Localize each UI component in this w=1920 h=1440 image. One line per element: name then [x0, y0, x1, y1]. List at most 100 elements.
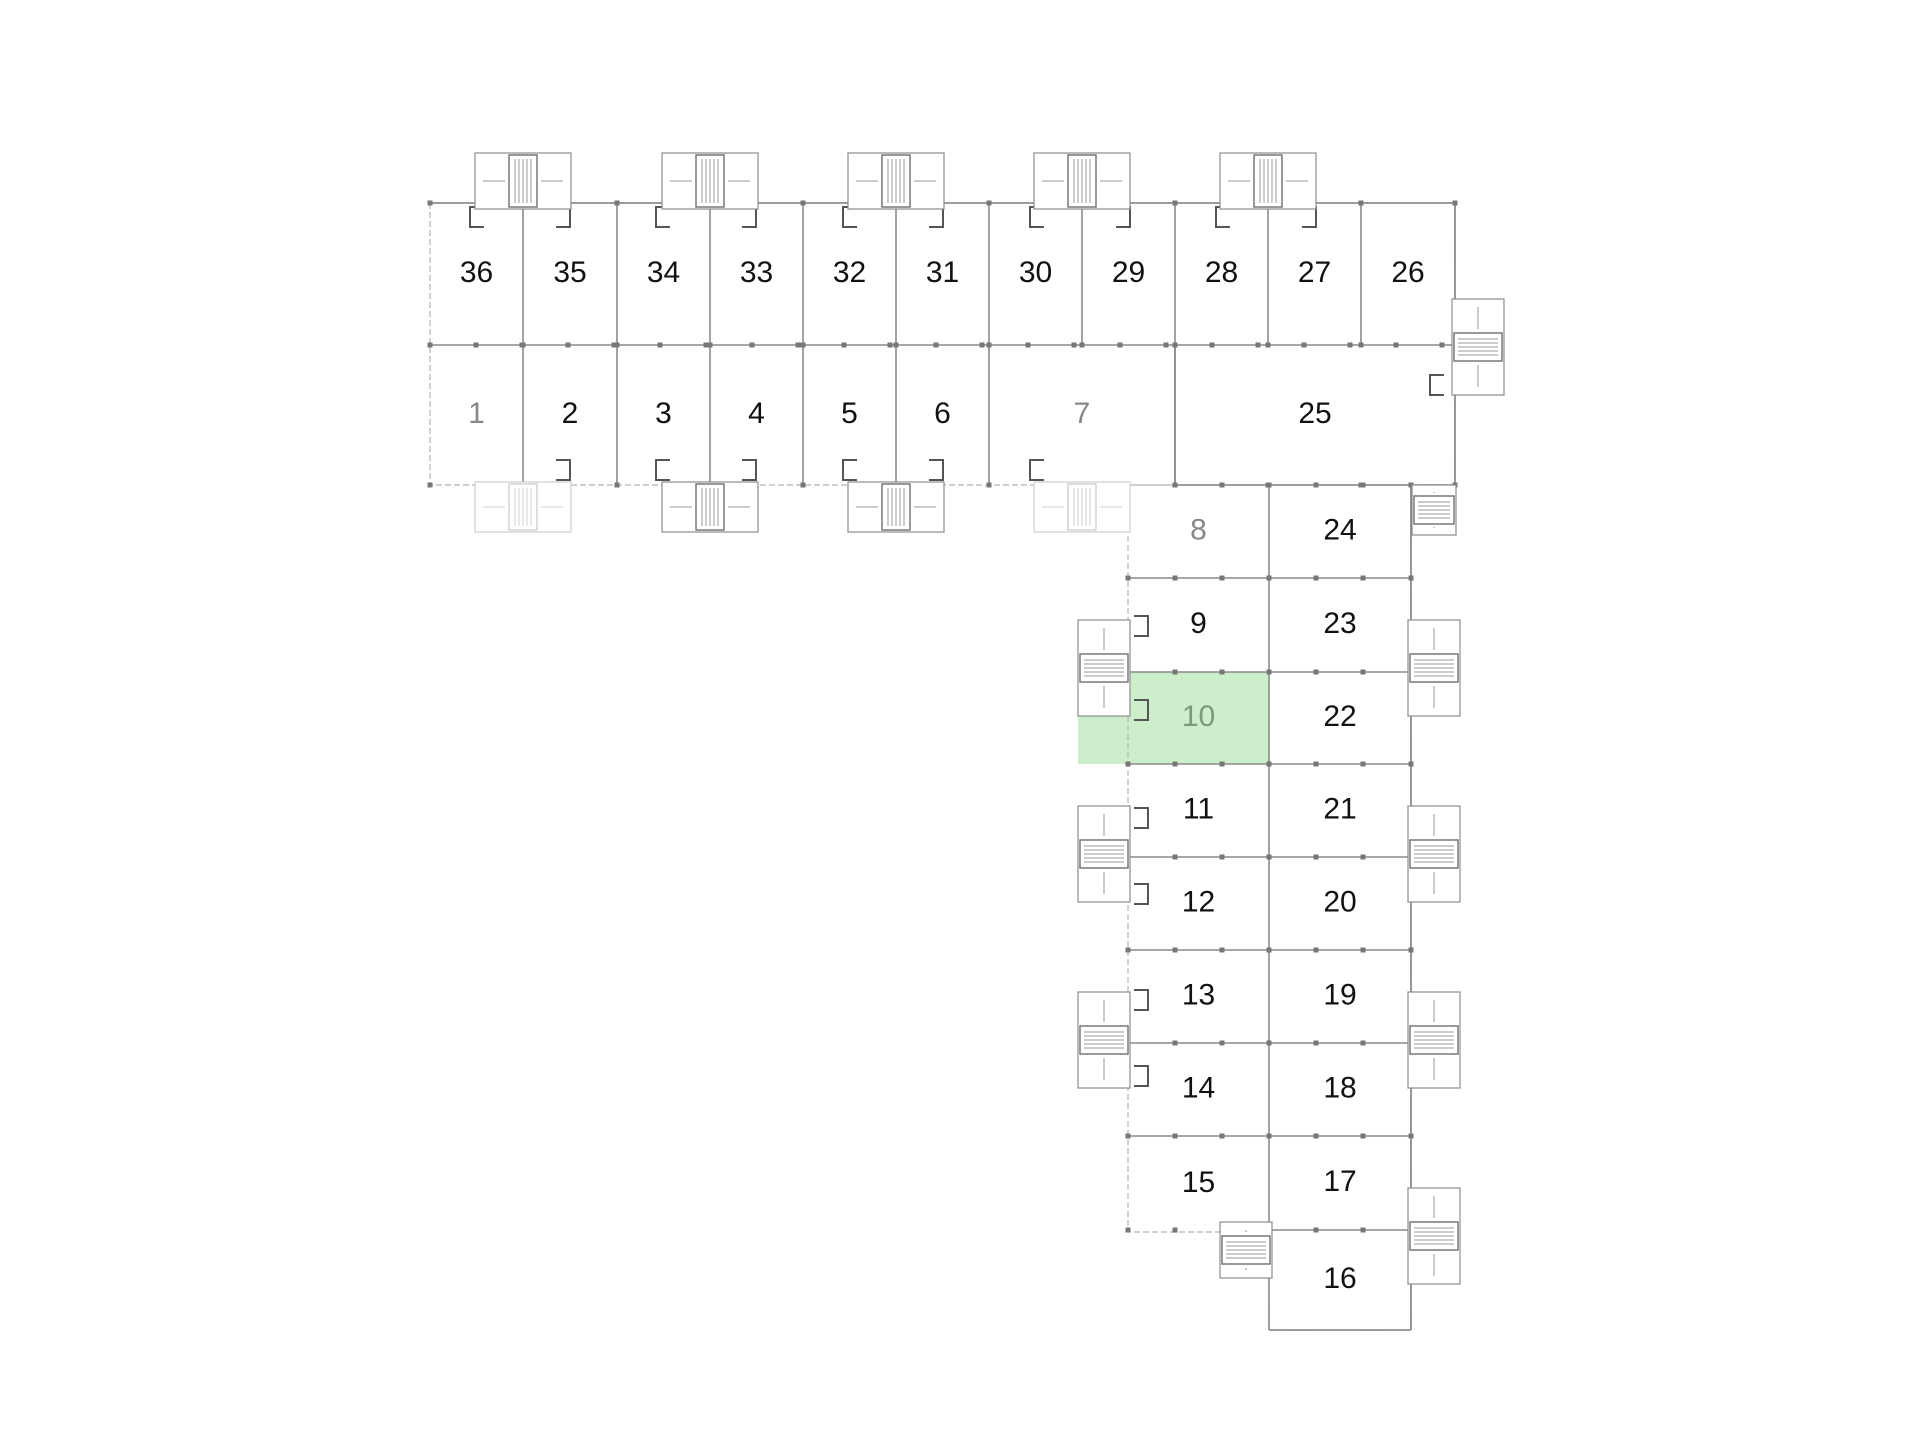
column-post: [519, 342, 525, 348]
unit-4[interactable]: 4: [710, 345, 803, 485]
unit-36[interactable]: 36: [430, 203, 523, 345]
column-post: [1117, 342, 1123, 348]
column-post: [1408, 482, 1414, 488]
column-post: [427, 482, 433, 488]
column-post: [893, 342, 899, 348]
unit-9[interactable]: 9: [1128, 578, 1269, 672]
stair-core: [661, 152, 759, 210]
unit-19[interactable]: 19: [1269, 950, 1411, 1043]
unit-20[interactable]: 20: [1269, 857, 1411, 950]
unit-label: 7: [1074, 397, 1091, 430]
column-post: [1313, 1133, 1319, 1139]
stair-core: [1033, 152, 1131, 210]
unit-34[interactable]: 34: [617, 203, 710, 345]
unit-label: 27: [1298, 256, 1331, 289]
column-post: [1219, 575, 1225, 581]
unit-10[interactable]: 10: [1128, 672, 1269, 764]
column-post: [1360, 1133, 1366, 1139]
column-post: [703, 342, 709, 348]
column-post: [1266, 575, 1272, 581]
column-post: [1313, 761, 1319, 767]
column-post: [1266, 854, 1272, 860]
unit-1[interactable]: 1: [430, 345, 523, 485]
column-post: [1408, 575, 1414, 581]
column-post: [614, 482, 620, 488]
unit-17[interactable]: 17: [1269, 1136, 1411, 1230]
column-post: [1408, 947, 1414, 953]
door-bracket: [1029, 459, 1044, 481]
unit-label: 29: [1112, 256, 1145, 289]
stair-core: [847, 481, 945, 533]
unit-28[interactable]: 28: [1175, 203, 1268, 345]
unit-11[interactable]: 11: [1128, 764, 1269, 857]
stair-core: [1411, 484, 1457, 536]
unit-2[interactable]: 2: [523, 345, 617, 485]
column-post: [1439, 342, 1445, 348]
unit-26[interactable]: 26: [1361, 203, 1455, 345]
stair-core: [1077, 991, 1131, 1089]
unit-16[interactable]: 16: [1269, 1230, 1411, 1330]
unit-22[interactable]: 22: [1269, 672, 1411, 764]
column-post: [800, 342, 806, 348]
unit-12[interactable]: 12: [1128, 857, 1269, 950]
unit-31[interactable]: 31: [896, 203, 989, 345]
door-bracket: [1134, 699, 1149, 721]
unit-label: 5: [841, 397, 858, 430]
column-post: [565, 342, 571, 348]
unit-35[interactable]: 35: [523, 203, 617, 345]
unit-label: 32: [833, 256, 866, 289]
unit-30[interactable]: 30: [989, 203, 1082, 345]
column-post: [1313, 1040, 1319, 1046]
unit-13[interactable]: 13: [1128, 950, 1269, 1043]
unit-6[interactable]: 6: [896, 345, 989, 485]
column-post: [1172, 761, 1178, 767]
column-post: [1172, 854, 1178, 860]
unit-7[interactable]: 7: [989, 345, 1175, 485]
unit-label: 23: [1323, 607, 1356, 640]
stair-core: [1407, 619, 1461, 717]
unit-label: 6: [934, 397, 951, 430]
column-post: [1219, 1133, 1225, 1139]
unit-18[interactable]: 18: [1269, 1043, 1411, 1136]
unit-label: 22: [1323, 700, 1356, 733]
unit-21[interactable]: 21: [1269, 764, 1411, 857]
unit-label: 10: [1182, 700, 1215, 733]
unit-8[interactable]: 8: [1128, 485, 1269, 578]
column-post: [986, 200, 992, 206]
unit-label: 4: [748, 397, 765, 430]
unit-label: 12: [1182, 885, 1215, 918]
unit-29[interactable]: 29: [1082, 203, 1175, 345]
column-post: [473, 342, 479, 348]
unit-14[interactable]: 14: [1128, 1043, 1269, 1136]
column-post: [1071, 342, 1077, 348]
door-bracket: [1134, 615, 1149, 637]
column-post: [427, 342, 433, 348]
unit-label: 36: [460, 256, 493, 289]
column-post: [1172, 342, 1178, 348]
column-post: [1172, 1040, 1178, 1046]
stair-core: [1451, 298, 1505, 396]
column-post: [1313, 947, 1319, 953]
unit-24[interactable]: 24: [1269, 485, 1411, 578]
column-post: [614, 200, 620, 206]
unit-33[interactable]: 33: [710, 203, 803, 345]
column-post: [979, 342, 985, 348]
column-post: [657, 342, 663, 348]
column-post: [427, 200, 433, 206]
unit-23[interactable]: 23: [1269, 578, 1411, 672]
column-post: [887, 342, 893, 348]
unit-3[interactable]: 3: [617, 345, 710, 485]
column-post: [611, 342, 617, 348]
unit-label: 15: [1182, 1166, 1215, 1199]
column-post: [1313, 669, 1319, 675]
unit-25[interactable]: 25: [1175, 345, 1455, 485]
unit-label: 30: [1019, 256, 1052, 289]
unit-label: 8: [1190, 513, 1207, 546]
unit-27[interactable]: 27: [1268, 203, 1361, 345]
column-post: [1172, 575, 1178, 581]
column-post: [1360, 1227, 1366, 1233]
column-post: [1408, 1133, 1414, 1139]
unit-32[interactable]: 32: [803, 203, 896, 345]
unit-5[interactable]: 5: [803, 345, 896, 485]
unit-15[interactable]: 15: [1128, 1136, 1269, 1232]
